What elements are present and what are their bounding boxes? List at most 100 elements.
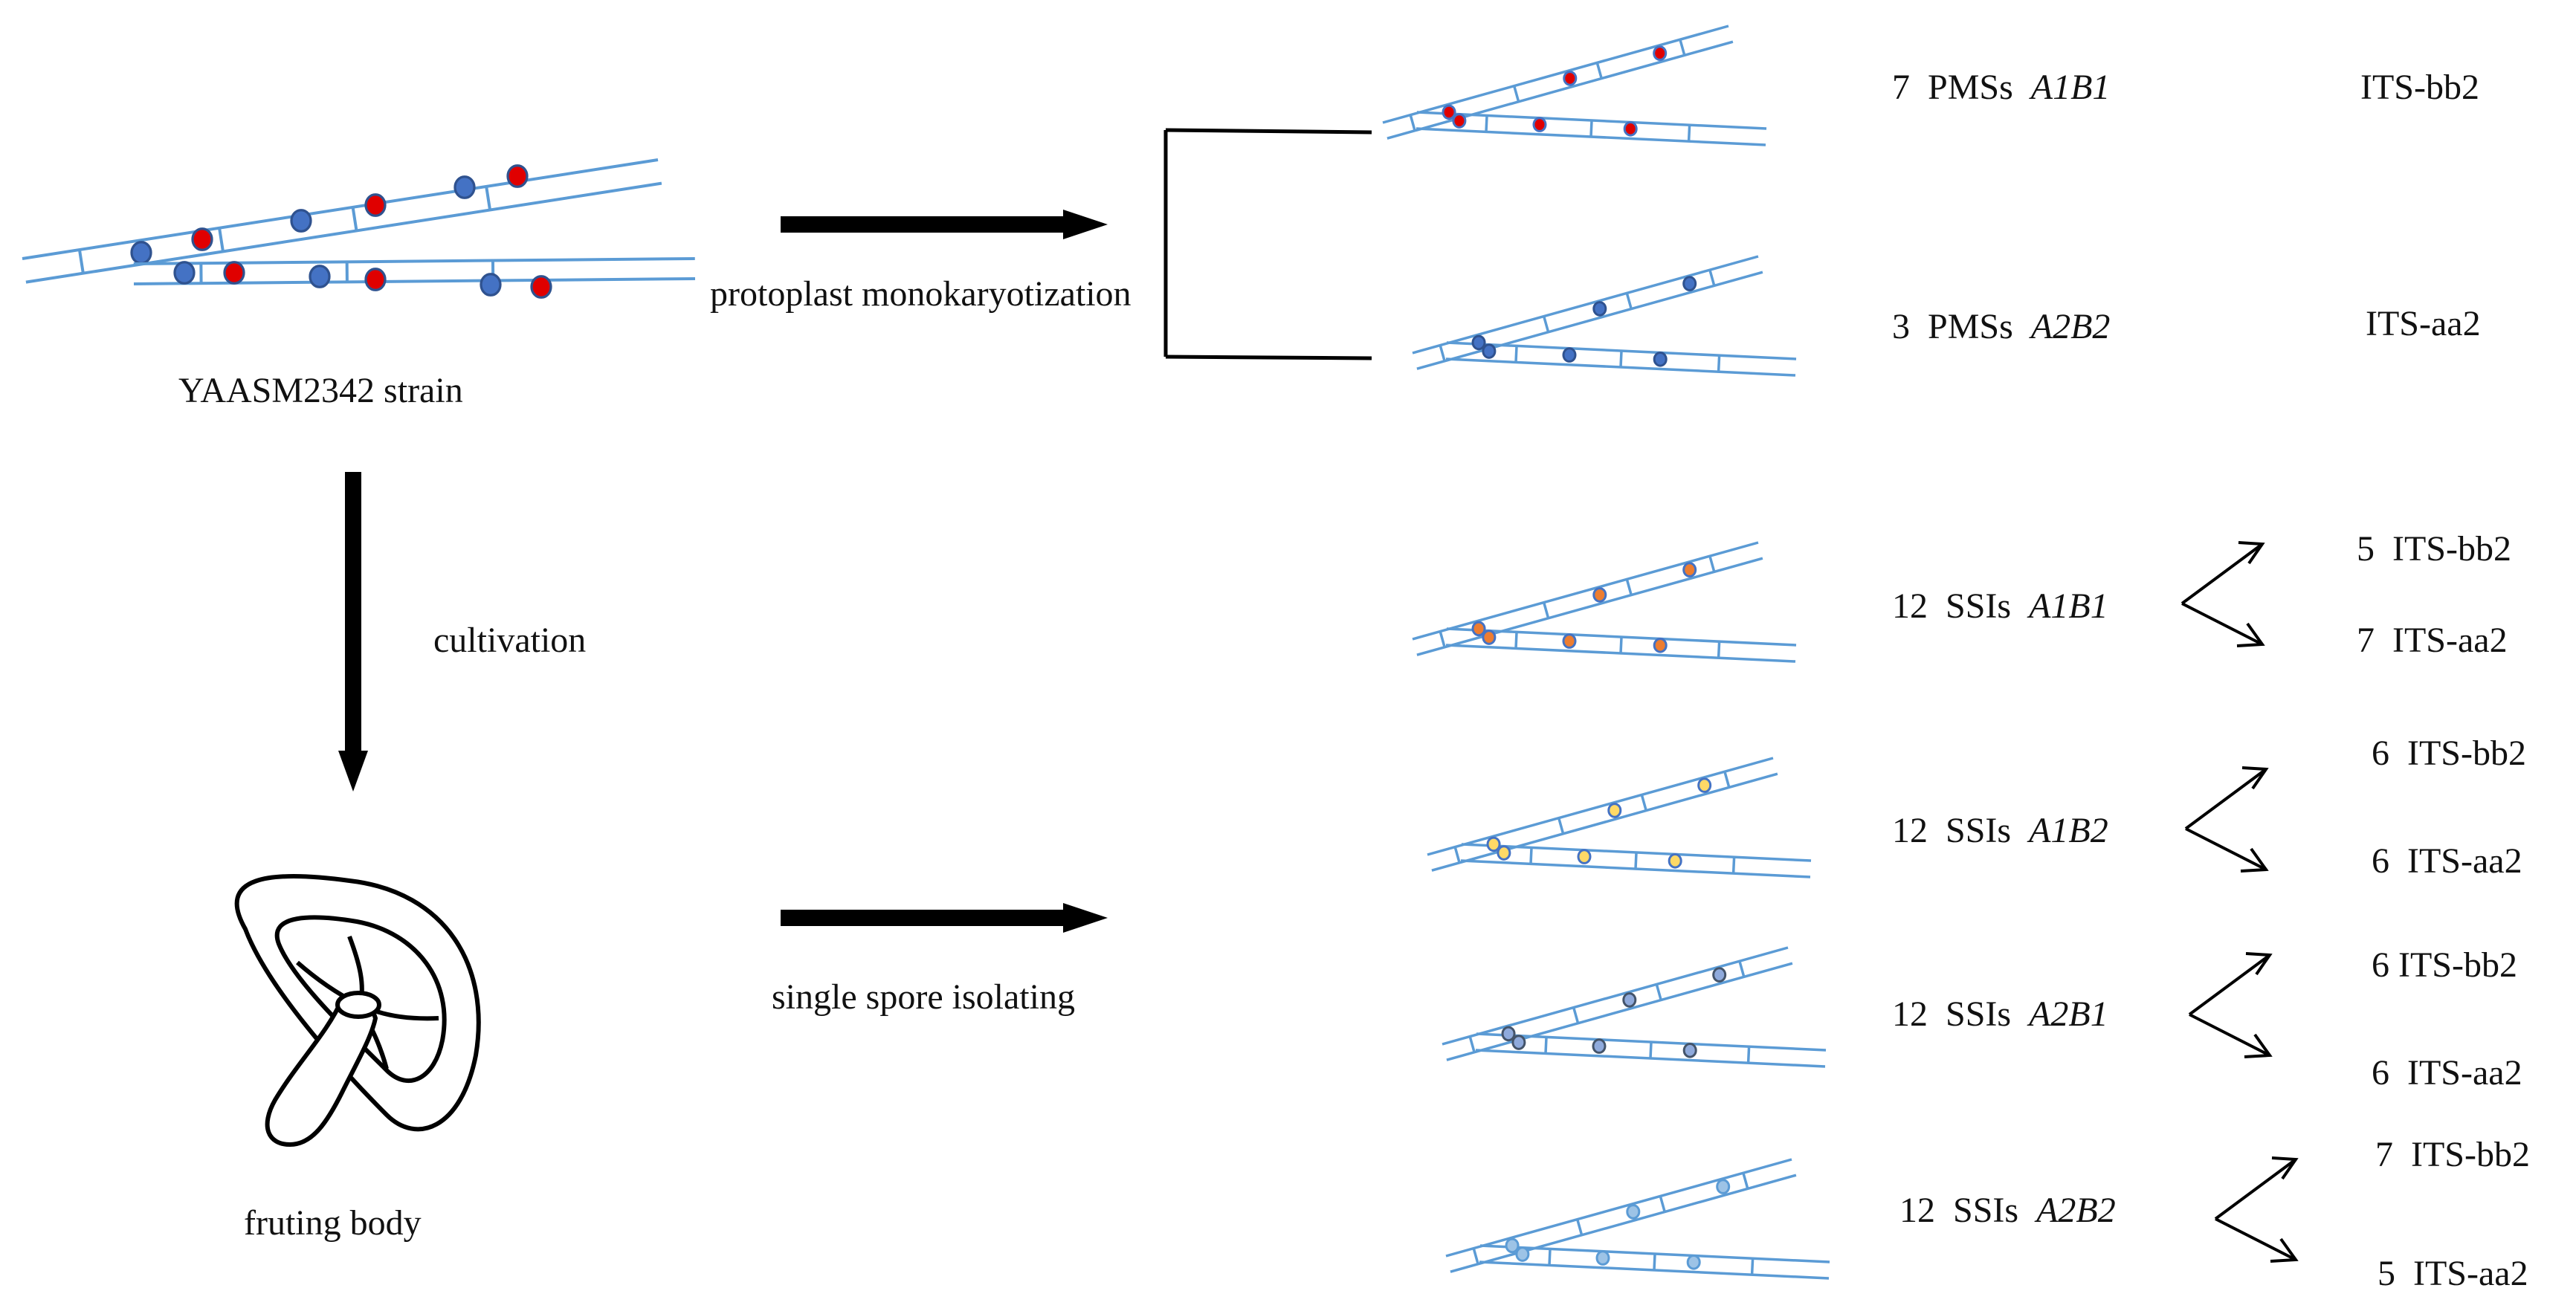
nucleus bbox=[1482, 343, 1497, 359]
nucleus bbox=[1622, 992, 1637, 1008]
nucleus bbox=[453, 175, 476, 199]
branch-up bbox=[2184, 768, 2267, 830]
nucleus bbox=[1712, 967, 1727, 983]
nucleus bbox=[1686, 1255, 1701, 1270]
isolate-hypha-group bbox=[1427, 757, 1812, 878]
ssi-type: SSIs bbox=[1953, 1191, 2019, 1230]
nucleus bbox=[530, 275, 552, 299]
nucleus bbox=[1511, 1035, 1526, 1050]
ssi-mating: A1B1 bbox=[2029, 586, 2108, 626]
ssi-type: SSIs bbox=[1946, 811, 2012, 850]
nucleus bbox=[1532, 117, 1547, 132]
hypha-wall bbox=[133, 257, 695, 266]
strain-label: YAASM2342 strain bbox=[178, 371, 463, 410]
septum bbox=[1655, 983, 1662, 1001]
nucleus bbox=[1577, 849, 1592, 864]
ssi-mating: A1B2 bbox=[2029, 811, 2108, 850]
nucleus bbox=[1471, 621, 1486, 637]
nucleus bbox=[364, 268, 387, 291]
single-spore-label: single spore isolating bbox=[772, 977, 1075, 1017]
strain-hyphae bbox=[22, 158, 696, 299]
septum bbox=[1572, 1007, 1580, 1024]
branch-down bbox=[2215, 1217, 2296, 1261]
pms-row-2: 3 PMSs A2B2 bbox=[1892, 309, 2110, 345]
nucleus bbox=[130, 241, 152, 265]
ssi-count: 12 bbox=[1892, 586, 1928, 626]
ssi-count: 12 bbox=[1899, 1191, 1935, 1230]
septum bbox=[77, 249, 85, 274]
hypha-wall bbox=[1387, 40, 1734, 140]
ssi-mating: A2B1 bbox=[2029, 994, 2108, 1034]
septum bbox=[1649, 1041, 1653, 1059]
septum bbox=[1543, 316, 1550, 333]
septum bbox=[1409, 114, 1416, 132]
branch-arrows bbox=[2180, 541, 2299, 1263]
ssi-row-4: 12 SSIs A2B2 bbox=[1899, 1193, 2116, 1229]
nucleus bbox=[1592, 1038, 1607, 1054]
septum bbox=[351, 207, 358, 231]
nucleus bbox=[1501, 1026, 1516, 1042]
nucleus bbox=[1497, 845, 1511, 861]
nucleus bbox=[1471, 334, 1486, 351]
hypha bbox=[1442, 946, 1793, 1061]
mushroom-icon bbox=[234, 874, 481, 1147]
septum bbox=[1687, 125, 1691, 142]
septum bbox=[1514, 346, 1518, 363]
nucleus bbox=[1592, 301, 1607, 317]
branch-up bbox=[2180, 543, 2264, 605]
pms-its-1: ITS-bb2 bbox=[2360, 68, 2479, 107]
nucleus bbox=[223, 261, 245, 285]
branch-arrow bbox=[2184, 766, 2269, 873]
arrowhead bbox=[2241, 766, 2269, 790]
nucleus bbox=[1716, 1179, 1731, 1194]
ssi-its-top-2: 6 ITS-bb2 bbox=[2372, 734, 2526, 773]
branch-arrow bbox=[2214, 1156, 2299, 1263]
septum bbox=[1640, 794, 1647, 812]
hypha bbox=[1412, 255, 1763, 370]
pms-mating: A1B1 bbox=[2030, 68, 2111, 107]
septum bbox=[218, 227, 225, 252]
pms-count: 3 bbox=[1892, 307, 1910, 346]
hypha-wall bbox=[1382, 25, 1729, 124]
ssi-type: SSIs bbox=[1946, 586, 2012, 626]
nucleus bbox=[1452, 113, 1467, 129]
pms-type: PMSs bbox=[1928, 68, 2013, 107]
septum bbox=[1543, 602, 1550, 619]
nucleus bbox=[1482, 630, 1497, 645]
arrowhead bbox=[2238, 541, 2265, 565]
hypha bbox=[1427, 757, 1778, 872]
ssi-row-2: 12 SSIs A1B2 bbox=[1892, 813, 2108, 849]
hypha-wall bbox=[22, 158, 659, 260]
ssi-its-bottom-4: 5 ITS-aa2 bbox=[2378, 1254, 2528, 1293]
nucleus bbox=[1592, 587, 1607, 603]
nucleus bbox=[191, 227, 213, 251]
septum bbox=[1514, 632, 1518, 649]
ssi-its-top-4: 7 ITS-bb2 bbox=[2375, 1135, 2530, 1174]
septum bbox=[1548, 1249, 1552, 1266]
nucleus bbox=[1505, 1237, 1520, 1254]
septum bbox=[1439, 631, 1446, 648]
cultivation-label: cultivation bbox=[433, 621, 587, 660]
nucleus bbox=[1697, 777, 1712, 793]
nucleus bbox=[1682, 1043, 1697, 1058]
septum bbox=[485, 186, 492, 210]
septum bbox=[1453, 847, 1461, 864]
nucleus bbox=[290, 209, 312, 233]
hypha bbox=[22, 158, 662, 284]
isolate-hypha-group bbox=[1445, 1158, 1830, 1280]
branch-down bbox=[2189, 1013, 2270, 1057]
nucleus bbox=[1653, 352, 1668, 367]
arrowhead bbox=[2270, 1237, 2299, 1263]
protoplast-label: protoplast monokaryotization bbox=[710, 274, 1132, 314]
pms-its-2: ITS-aa2 bbox=[2366, 304, 2481, 343]
isolate-hyphae bbox=[1382, 25, 1830, 1280]
nucleus bbox=[1682, 276, 1697, 291]
isolate-hypha-group bbox=[1382, 25, 1767, 146]
hypha-wall bbox=[1416, 557, 1763, 656]
septum bbox=[1723, 771, 1731, 788]
septum bbox=[1468, 1036, 1476, 1053]
branch-up bbox=[2214, 1158, 2297, 1220]
fruiting-body-label: fruting body bbox=[244, 1203, 422, 1243]
septum bbox=[1576, 1219, 1584, 1236]
